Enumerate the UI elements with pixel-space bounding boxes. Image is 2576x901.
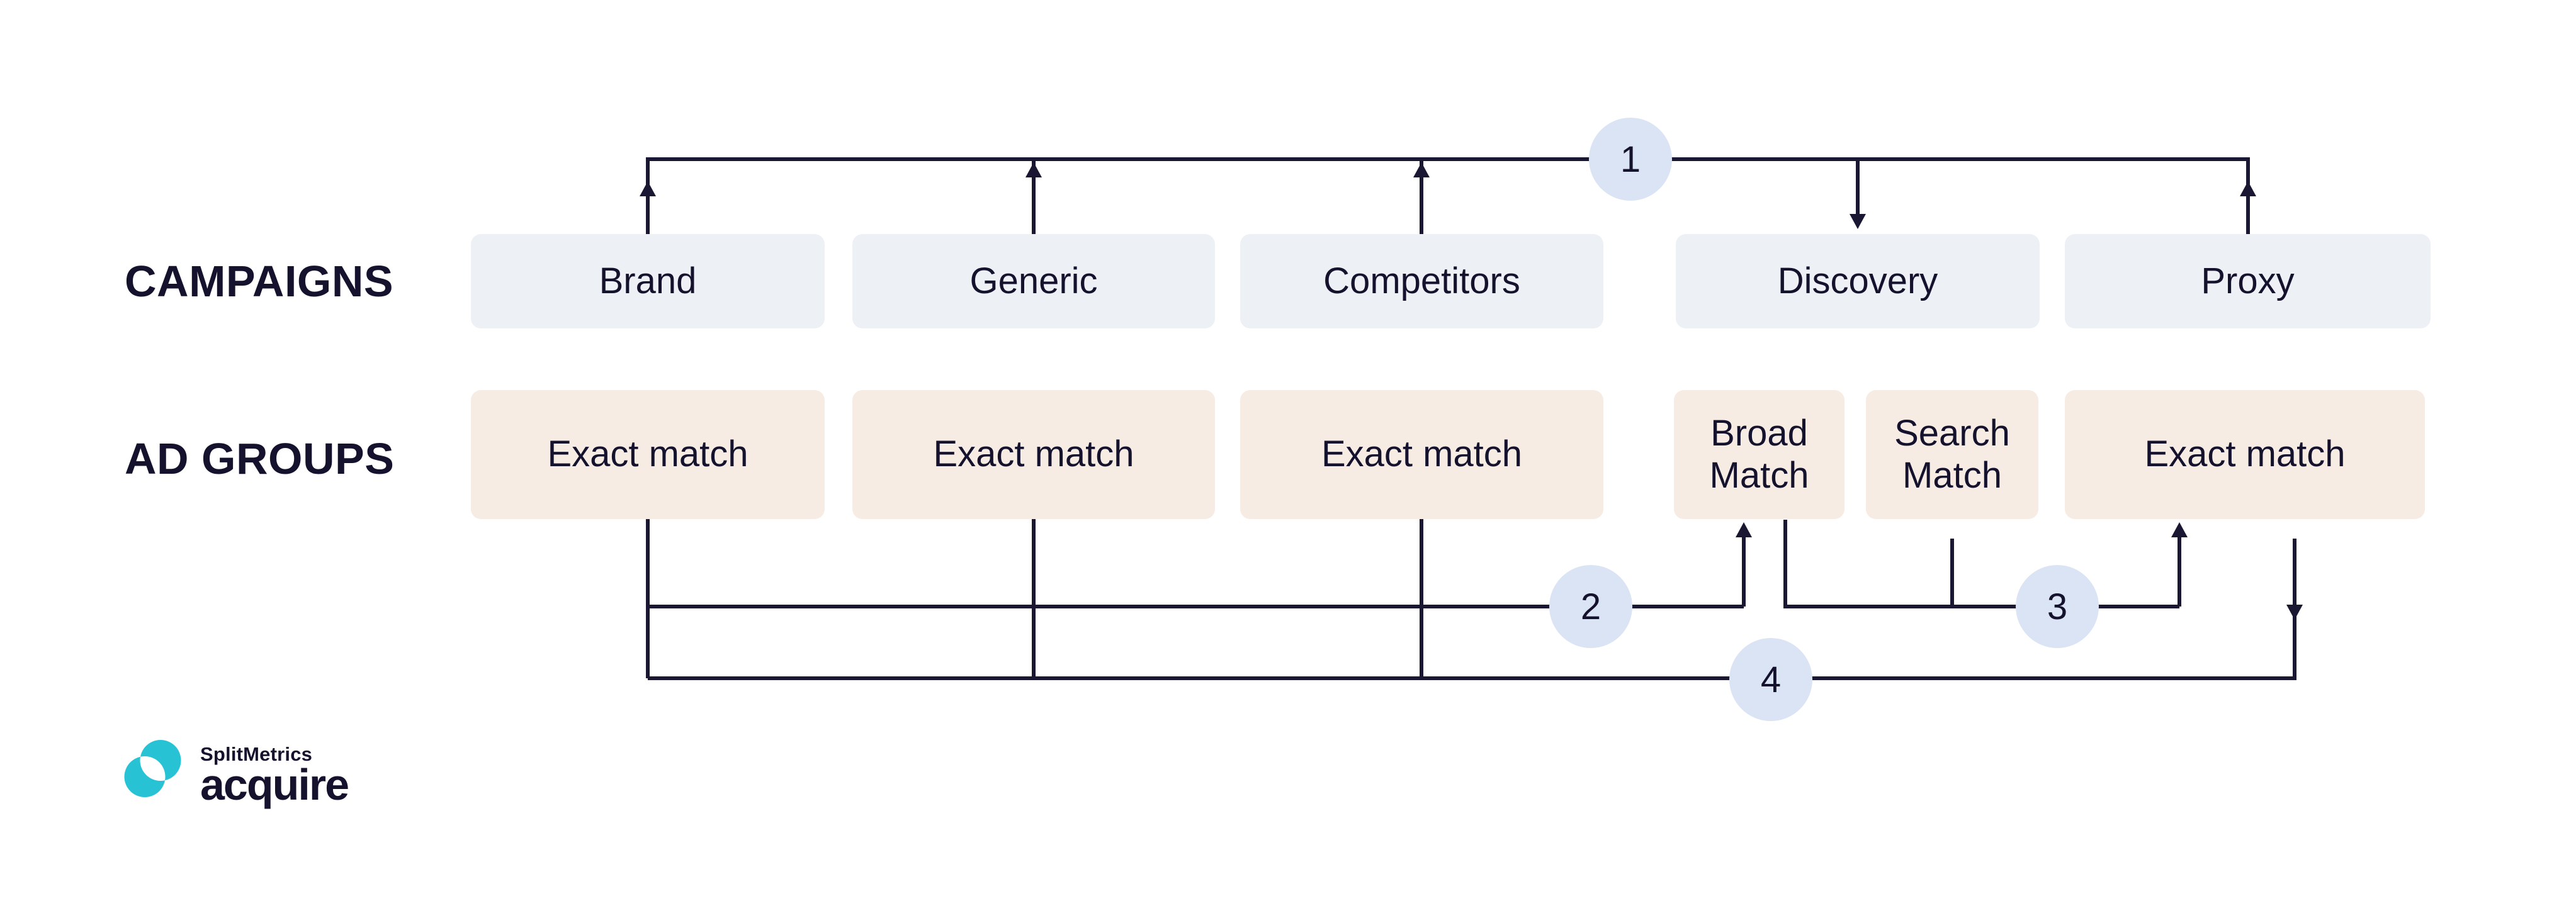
connection-badge-2: 2 xyxy=(1549,565,1632,648)
splitmetrics-acquire-logo: SplitMetrics acquire xyxy=(124,740,349,809)
logo-brand-text: SplitMetrics xyxy=(200,743,313,765)
connection-badge-3: 3 xyxy=(2016,565,2099,648)
connection-3-lines xyxy=(1783,520,2188,608)
arrow-up-icon xyxy=(2171,522,2188,537)
adgroup-box-proxy-exact-match: Exact match xyxy=(2065,390,2425,519)
connection-badge-4: 4 xyxy=(1729,638,1812,721)
splitmetrics-logo-icon xyxy=(124,740,181,797)
adgroup-box-broad-match: Broad Match xyxy=(1674,390,1844,519)
connection-4-lines xyxy=(648,539,2303,680)
campaign-box-generic: Generic xyxy=(852,234,1215,328)
logo-product-text: acquire xyxy=(200,760,349,809)
arrow-up-icon xyxy=(2240,181,2256,196)
arrow-up-icon xyxy=(1025,162,1042,177)
arrow-down-icon xyxy=(2286,605,2303,620)
connection-4-bus-line xyxy=(648,539,2296,680)
campaign-box-brand: Brand xyxy=(471,234,825,328)
connection-badge-1: 1 xyxy=(1589,118,1672,201)
logo-text-block: SplitMetrics acquire xyxy=(200,740,349,809)
ad-groups-row-label: AD GROUPS xyxy=(125,434,395,483)
adgroup-box-generic-exact-match: Exact match xyxy=(852,390,1215,519)
connection-1-bus-line xyxy=(646,157,2250,234)
connection-1-lines xyxy=(640,157,2256,234)
campaign-box-discovery: Discovery xyxy=(1676,234,2040,328)
arrow-up-icon xyxy=(640,181,656,196)
arrow-down-icon xyxy=(1850,214,1866,229)
arrow-up-icon xyxy=(1736,522,1752,537)
campaign-box-proxy: Proxy xyxy=(2065,234,2431,328)
campaign-box-competitors: Competitors xyxy=(1240,234,1603,328)
adgroup-box-competitors-exact-match: Exact match xyxy=(1240,390,1603,519)
adgroup-box-search-match: Search Match xyxy=(1866,390,2038,519)
arrow-up-icon xyxy=(1413,162,1430,177)
adgroup-box-brand-exact-match: Exact match xyxy=(471,390,825,519)
campaigns-row-label: CAMPAIGNS xyxy=(125,257,394,306)
connection-3-bus-line xyxy=(1783,520,2179,608)
